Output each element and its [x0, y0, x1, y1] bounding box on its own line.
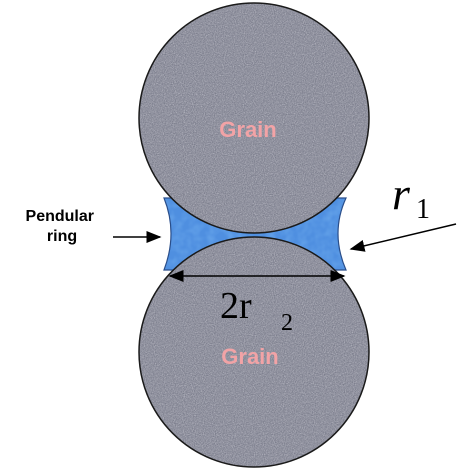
lower-grain: Grain [138, 236, 370, 468]
pendular-ring-callout: Pendular ring [26, 208, 162, 245]
r1-label-base: r [392, 168, 411, 219]
lower-grain-label: Grain [221, 344, 278, 369]
svg-text:Pendular ring: Pendular ring [26, 208, 99, 245]
r2-label-sub: 2 [281, 310, 293, 336]
r2-label-base: 2r [220, 285, 252, 327]
r1-arrow [349, 223, 457, 252]
r2-dimension: 2r 2 [168, 270, 346, 336]
upper-grain: Grain [138, 2, 370, 234]
svg-text:r: r [392, 168, 411, 219]
r1-callout: r 1 [349, 168, 457, 252]
upper-grain-label: Grain [219, 117, 276, 142]
pendular-label-line1: Pendular [26, 208, 94, 225]
svg-text:2r: 2r [220, 285, 252, 327]
svg-text:2: 2 [281, 310, 293, 336]
r1-label-sub: 1 [416, 194, 430, 225]
pendular-label-line2: ring [47, 228, 77, 245]
svg-text:1: 1 [416, 194, 430, 225]
